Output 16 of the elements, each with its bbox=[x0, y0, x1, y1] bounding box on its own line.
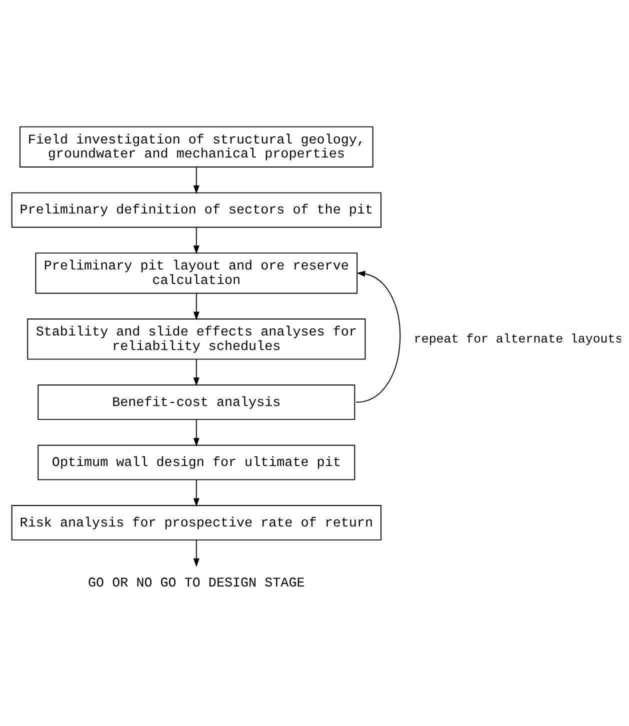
node-box: Stability and slide effects analyses for reliability schedules bbox=[27, 318, 366, 360]
arrow bbox=[193, 539, 200, 567]
node-box: Field investigation of structural geology, groundwater and mechanical properties bbox=[20, 126, 374, 167]
arrow bbox=[193, 358, 200, 386]
node-text: GO OR NO GO TO DESIGN STAGE bbox=[88, 576, 305, 591]
node-box: Preliminary definition of sectors of the pit bbox=[11, 192, 382, 228]
node-box: Preliminary pit layout and ore reserve calculation bbox=[35, 252, 358, 294]
arrow bbox=[193, 166, 200, 194]
node-box: Risk analysis for prospective rate of return bbox=[11, 504, 382, 540]
arrow bbox=[193, 226, 200, 254]
arrow bbox=[356, 270, 400, 402]
arrow bbox=[193, 418, 200, 446]
arrow bbox=[193, 479, 200, 506]
node-box: Optimum wall design for ultimate pit bbox=[38, 444, 356, 480]
node-box: Benefit-cost analysis bbox=[38, 384, 356, 420]
arrow bbox=[193, 292, 200, 320]
